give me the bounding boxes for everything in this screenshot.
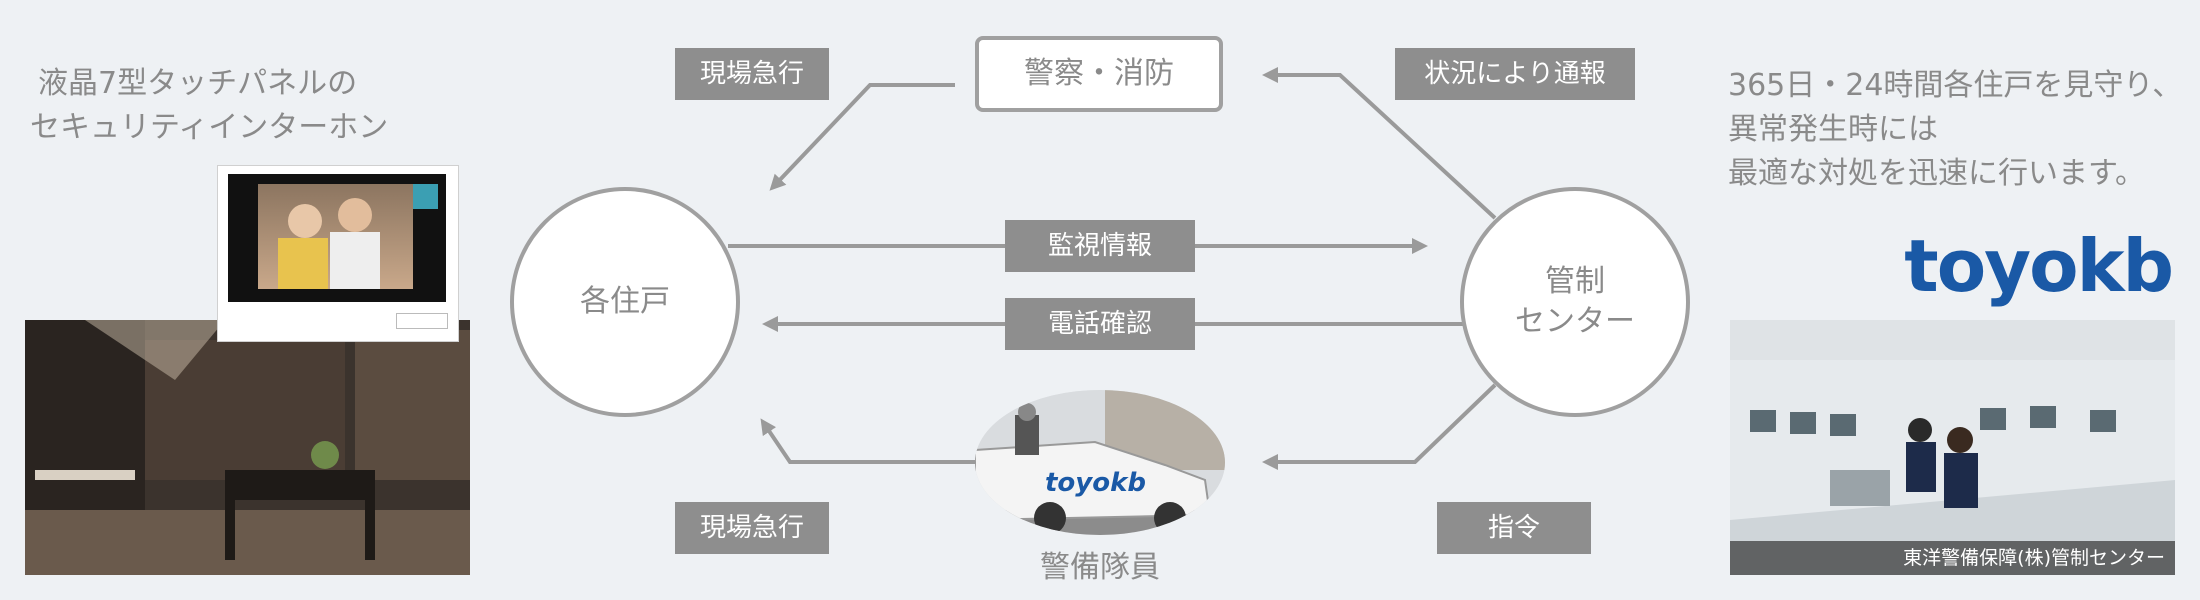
tag-rush-top: 現場急行	[675, 48, 829, 100]
tag-command: 指令	[1437, 502, 1591, 554]
police-fire-label: 警察・消防	[1024, 56, 1174, 91]
company-logo: toyokb	[1904, 224, 2174, 308]
tag-phone: 電話確認	[1005, 298, 1195, 350]
control-room-caption: 東洋警備保障(株)管制センター	[1730, 541, 2175, 575]
tag-rush-bottom: 現場急行	[675, 502, 829, 554]
interior-photo	[25, 320, 470, 575]
center-label-line2: センター	[1515, 304, 1635, 339]
arrow-center-to-guard	[1262, 383, 1497, 470]
service-caption: 365日・24時間各住戸を見守り、 異常発生時には 最適な対処を迅速に行います。	[1728, 64, 2182, 196]
control-center-node: 管制 センター	[1460, 187, 1690, 417]
tag-monitor: 監視情報	[1005, 220, 1195, 272]
arrow-center-to-police	[1262, 67, 1497, 220]
police-fire-node: 警察・消防	[975, 36, 1223, 112]
service-caption-line2: 異常発生時には	[1728, 112, 1938, 147]
intercom-screen	[228, 174, 446, 302]
interior-illustration	[25, 320, 470, 575]
guard-label: 警備隊員	[1040, 550, 1160, 585]
intercom-caption-line1: 液晶7型タッチパネルの	[38, 66, 358, 101]
guard-car-photo: toyokb	[975, 390, 1225, 535]
tag-report: 状況により通報	[1395, 48, 1635, 100]
service-caption-line1: 365日・24時間各住戸を見守り、	[1728, 68, 2183, 103]
residence-label: 各住戸	[580, 284, 670, 319]
residence-node: 各住戸	[510, 187, 740, 417]
arrow-guard-to-residence	[760, 418, 975, 464]
arrow-police-to-residence	[769, 83, 955, 191]
intercom-device	[217, 165, 459, 342]
car-logo: toyokb	[1045, 468, 1147, 498]
intercom-caption-line2: セキュリティインターホン	[30, 110, 389, 145]
service-caption-line3: 最適な対処を迅速に行います。	[1728, 156, 2145, 191]
center-label-line1: 管制	[1545, 264, 1605, 299]
intercom-caption: 液晶7型タッチパネルの セキュリティインターホン	[30, 62, 388, 150]
control-room-photo: 東洋警備保障(株)管制センター	[1730, 320, 2175, 575]
